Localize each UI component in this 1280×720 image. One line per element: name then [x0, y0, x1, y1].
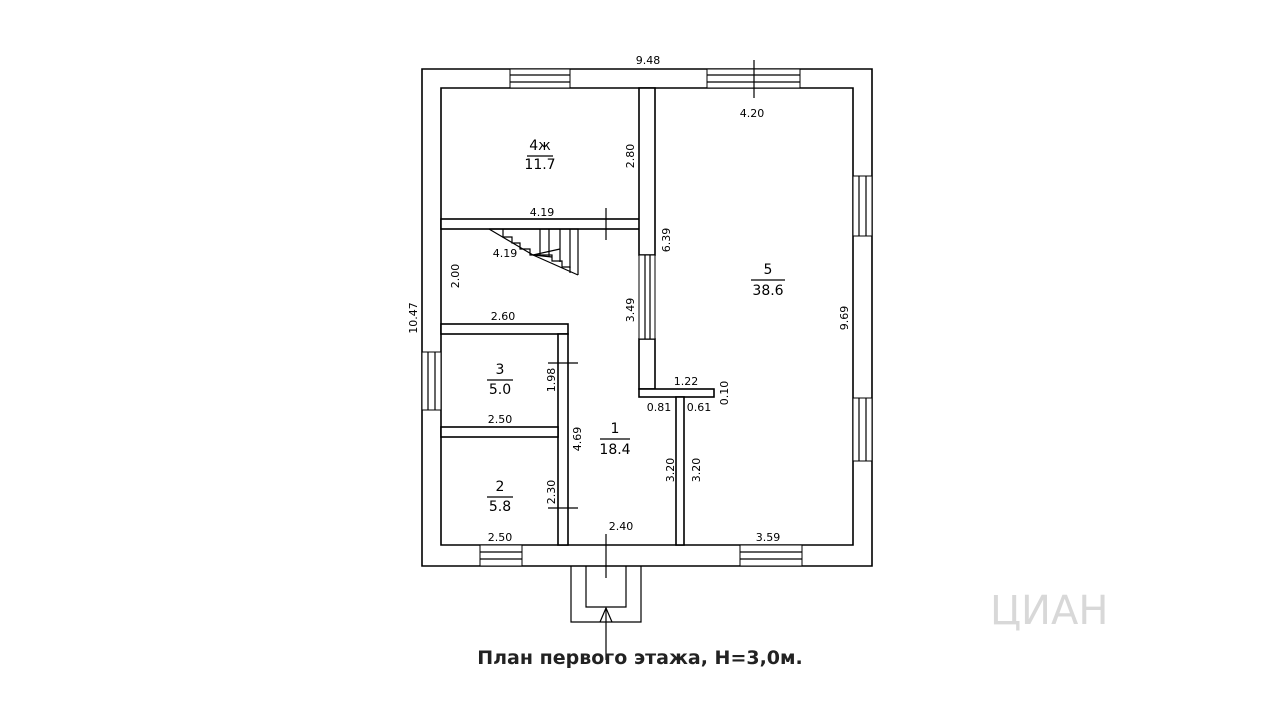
wall-hall-bottom	[440, 323, 569, 335]
dim-room4-width: 4.19	[530, 206, 555, 219]
dim-corridor-right: 3.20	[690, 458, 703, 483]
wall-room3-bottom	[440, 426, 559, 438]
room-2: 2 5.8	[487, 479, 513, 515]
room-area: 38.6	[752, 283, 783, 299]
dim-bottom-right: 3.59	[756, 531, 781, 544]
dim-room4-height: 2.80	[624, 144, 637, 169]
room-1: 1 18.4	[599, 421, 630, 458]
entrance-porch	[570, 566, 642, 660]
dim-stair-width: 4.19	[493, 247, 518, 260]
dim-left-opening: 0.81	[647, 401, 672, 414]
dim-partition-height: 6.39	[660, 228, 673, 253]
dim-wall-thickness: 0.10	[718, 381, 731, 406]
dim-corridor-left: 3.20	[664, 458, 677, 483]
dim-right-opening: 0.61	[687, 401, 712, 414]
dim-overall-height: 10.47	[407, 302, 420, 334]
room-number: 4ж	[529, 138, 551, 154]
dim-room1-height: 4.69	[571, 427, 584, 452]
dim-room1-width: 2.40	[609, 520, 634, 533]
wall-corridor-right	[675, 396, 685, 546]
door-marks	[548, 208, 607, 578]
dim-top-window: 4.20	[740, 107, 765, 120]
dim-room2-width: 2.50	[488, 531, 513, 544]
wall-room4-bottom	[440, 218, 642, 230]
room-5: 5 38.6	[751, 262, 785, 299]
room-area: 5.0	[489, 382, 511, 398]
dim-room3-width: 2.50	[488, 413, 513, 426]
wall-room1-left	[557, 333, 569, 546]
windows	[421, 60, 873, 567]
dim-room3-height: 1.98	[545, 368, 558, 393]
dimension-labels: 9.48 4.20 4.19 4.19 2.60 1.22 0.81 0.61 …	[407, 54, 851, 544]
room-number: 3	[496, 362, 505, 378]
dim-hall-width: 2.60	[491, 310, 516, 323]
dim-room2-height: 2.30	[545, 480, 558, 505]
room-3: 3 5.0	[487, 362, 513, 398]
watermark: ЦИАН	[990, 588, 1108, 634]
dim-room5-height: 9.69	[838, 306, 851, 331]
dim-overall-width: 9.48	[636, 54, 661, 67]
wall-niche	[638, 388, 715, 398]
room-area: 11.7	[524, 157, 555, 173]
dim-stair-height: 2.00	[449, 264, 462, 289]
room-4: 4ж 11.7	[524, 138, 555, 173]
room-number: 5	[764, 262, 773, 278]
room-area: 18.4	[599, 442, 630, 458]
wall-room5-left-upper	[638, 87, 656, 256]
room-number: 1	[611, 421, 620, 437]
dim-niche-width: 1.22	[674, 375, 699, 388]
wall-room5-left-lower	[638, 338, 656, 390]
plan-caption: План первого этажа, Н=3,0м.	[477, 647, 803, 669]
room-area: 5.8	[489, 499, 511, 515]
staircase	[488, 228, 579, 276]
room-number: 2	[496, 479, 505, 495]
dim-hall-height: 3.49	[624, 298, 637, 323]
